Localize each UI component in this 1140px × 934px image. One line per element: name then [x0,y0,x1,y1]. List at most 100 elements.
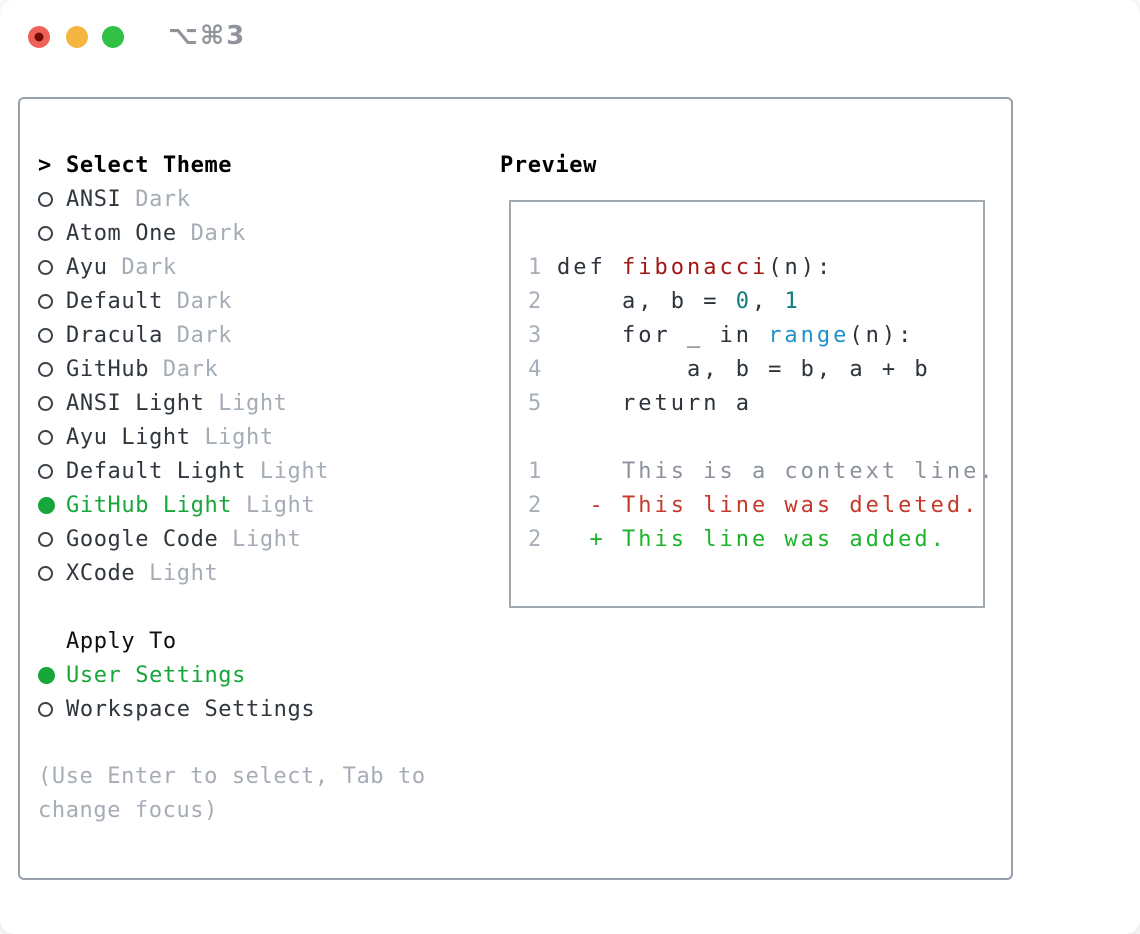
line-number: 2 [528,492,542,518]
code-segment: fibonacci [621,254,769,280]
line-number: 2 [528,526,542,552]
theme-option-label: Default Light [66,458,246,484]
code-segment: range [768,322,850,348]
radio-unselected-icon [38,531,53,547]
code-line: 1 def fibonacci(n): [528,250,973,284]
theme-variant-tag: Dark [107,254,177,280]
apply-option-user-settings[interactable]: User Settings [38,658,468,692]
minimize-button[interactable] [66,26,88,48]
radio-unselected-icon [38,565,53,581]
radio-unselected-icon [38,191,53,207]
code-line [528,420,973,454]
apply-to-header-row: Apply To [38,624,468,658]
theme-variant-tag: Light [135,560,219,586]
marker-cell [38,259,66,275]
theme-option-label: ANSI Light [66,390,205,416]
theme-variant-tag: Dark [176,220,246,246]
theme-option-github[interactable]: GitHub Dark [38,352,468,386]
marker-cell [38,565,66,581]
close-button[interactable] [28,26,50,48]
theme-option-ansi[interactable]: ANSI Dark [38,182,468,216]
titlebar: ⌥⌘3 [0,0,1140,70]
radio-selected-icon [38,496,55,514]
code-line: 1 This is a context line. [528,454,993,488]
code-segment: 1 [784,288,801,314]
theme-option-github-light[interactable]: GitHub Light Light [38,488,468,522]
line-number: 3 [528,322,542,348]
marker-cell [38,701,66,717]
marker-cell [38,429,66,445]
line-number: 5 [528,390,542,416]
radio-selected-icon [38,666,55,684]
radio-unselected-icon [38,259,53,275]
theme-variant-tag: Light [190,424,274,450]
theme-option-label: Ayu Light [66,424,191,450]
line-number: 4 [528,356,542,382]
code-segment: - This line was deleted. [557,492,980,518]
radio-unselected-icon [38,293,53,309]
code-line: 3 for _ in range(n): [528,318,973,352]
marker-cell [38,327,66,343]
marker-cell [38,531,66,547]
theme-option-default-light[interactable]: Default Light Light [38,454,468,488]
theme-list-title: Select Theme [66,152,233,178]
code-segment: 0 [735,288,752,314]
line-number: 1 [528,458,542,484]
zoom-button[interactable] [102,26,124,48]
radio-unselected-icon [38,395,53,411]
code-line: 5 return a [528,386,973,420]
theme-variant-tag: Light [246,458,330,484]
code-segment: + This line was added. [557,526,947,552]
theme-option-default[interactable]: Default Dark [38,284,468,318]
line-number: 2 [528,288,542,314]
theme-option-dracula[interactable]: Dracula Dark [38,318,468,352]
theme-option-label: ANSI [66,186,122,212]
apply-option-workspace-settings[interactable]: Workspace Settings [38,692,468,726]
theme-option-xcode[interactable]: XCode Light [38,556,468,590]
marker-cell [38,225,66,241]
theme-option-label: Ayu [66,254,108,280]
focus-caret-icon: > [38,152,52,178]
marker-cell: > [38,153,66,178]
marker-cell [38,293,66,309]
code-line: 2 - This line was deleted. [528,488,976,522]
theme-option-label: GitHub [66,356,150,382]
theme-variant-tag: Light [232,492,316,518]
theme-variant-tag: Dark [162,288,233,314]
code-segment: This is a context line. [557,458,996,484]
code-line: 2 + This line was added. [528,522,973,556]
theme-option-label: Google Code [66,526,219,552]
line-number: 1 [528,254,542,280]
code-segment: (n): [768,254,834,280]
apply-option-label: User Settings [66,662,246,688]
marker-cell [38,191,66,207]
keyboard-shortcut-label: ⌥⌘3 [168,21,247,51]
marker-cell [38,361,66,377]
theme-option-label: Atom One [66,220,177,246]
theme-option-ansi-light[interactable]: ANSI Light Light [38,386,468,420]
code-line: 2 a, b = 0, 1 [528,284,973,318]
theme-option-ayu[interactable]: Ayu Dark [38,250,468,284]
theme-variant-tag: Dark [149,356,219,382]
radio-unselected-icon [38,327,53,343]
marker-cell [38,395,66,411]
apply-to-title: Apply To [66,628,177,654]
radio-unselected-icon [38,361,53,377]
theme-option-atom-one[interactable]: Atom One Dark [38,216,468,250]
radio-unselected-icon [38,463,53,479]
theme-option-ayu-light[interactable]: Ayu Light Light [38,420,468,454]
code-segment: a, b = b, a + b [557,356,931,382]
theme-variant-tag: Light [204,390,288,416]
marker-cell [38,496,66,514]
theme-option-google-code[interactable]: Google Code Light [38,522,468,556]
theme-list-header: > Select Theme [38,148,468,182]
theme-option-label: GitHub Light [66,492,233,518]
code-segment: return a [557,390,752,416]
code-line: 4 a, b = b, a + b [528,352,973,386]
code-segment: def [557,254,622,280]
